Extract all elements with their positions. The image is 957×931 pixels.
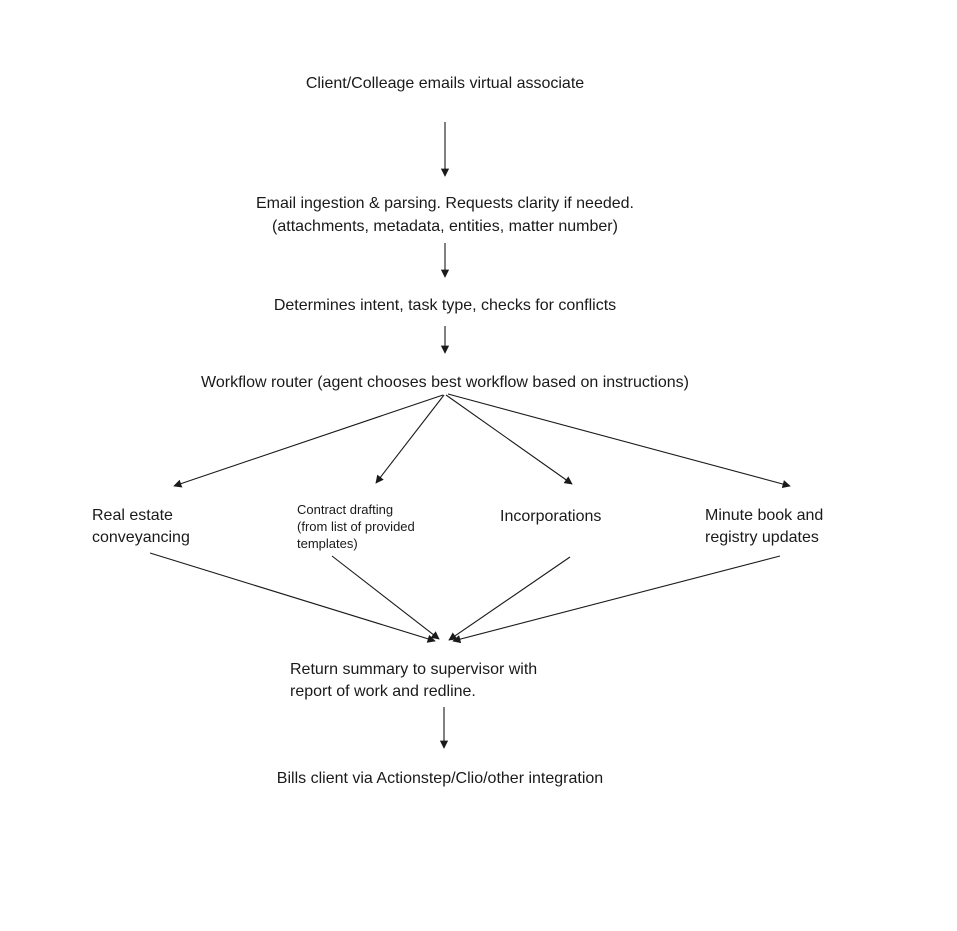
node-determine-intent: Determines intent, task type, checks for… — [273, 297, 617, 314]
arrow-router-to-minute-book — [447, 393, 791, 489]
node-email-ingestion: Email ingestion & parsing. Requests clar… — [256, 195, 634, 235]
arrow-minute-book-to-summary — [452, 555, 781, 644]
arrow-router-to-incorporations — [445, 394, 573, 485]
node-return-summary: Return summary to supervisor with report… — [290, 661, 538, 700]
node-incorporations: Incorporations — [500, 508, 602, 525]
node-workflow-router: Workflow router (agent chooses best work… — [201, 374, 689, 391]
arrow-incorporations-to-summary — [448, 556, 571, 641]
arrow-contract-to-summary — [331, 555, 440, 640]
node-contract-drafting: Contract drafting (from list of provided… — [297, 502, 415, 551]
arrow-real-estate-to-summary — [149, 552, 436, 643]
node-billing: Bills client via Actionstep/Clio/other i… — [276, 770, 604, 787]
node-minute-book: Minute book and registry updates — [705, 507, 824, 546]
node-client-email: Client/Colleage emails virtual associate — [305, 75, 585, 92]
arrow-router-to-real-estate — [173, 394, 444, 488]
node-real-estate: Real estate conveyancing — [92, 507, 190, 546]
arrow-router-to-contract — [375, 394, 445, 484]
